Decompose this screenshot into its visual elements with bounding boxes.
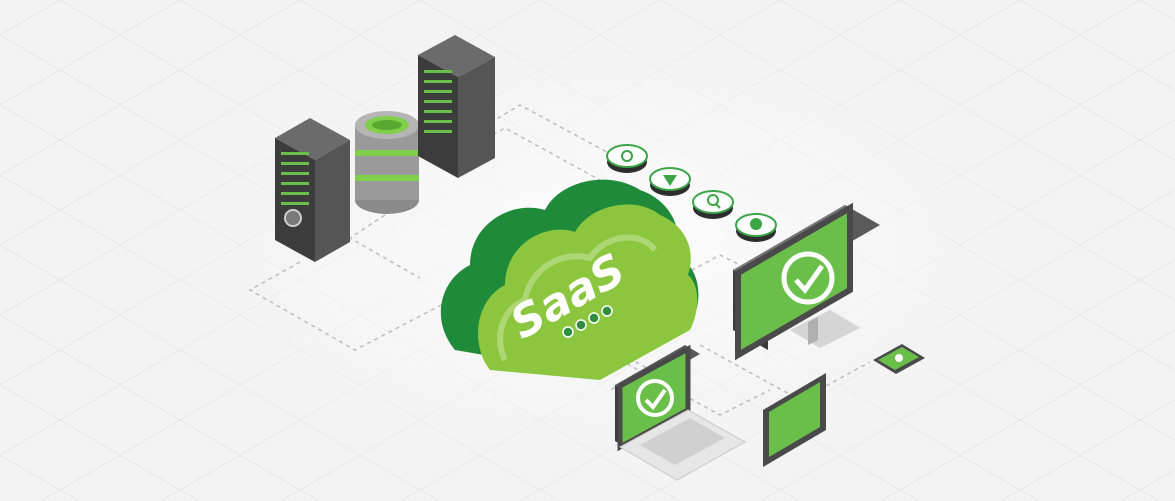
monitor	[733, 202, 880, 361]
laptop	[615, 344, 747, 481]
server-rack-left	[275, 118, 350, 262]
search-icon	[692, 190, 734, 219]
smartphone	[873, 344, 925, 374]
database	[355, 111, 419, 214]
cloud-mini-icons	[562, 305, 613, 338]
server-rack-right	[418, 35, 495, 178]
laptop-check-icon	[636, 379, 674, 417]
check-icon	[781, 251, 835, 305]
tablet	[763, 373, 826, 467]
clock-icon	[735, 213, 777, 242]
recycle-icon	[606, 144, 648, 173]
shield-icon	[649, 167, 691, 196]
saas-cloud: SaaS	[440, 179, 699, 380]
search-badge-icon	[284, 209, 302, 227]
feature-icons	[606, 144, 777, 242]
